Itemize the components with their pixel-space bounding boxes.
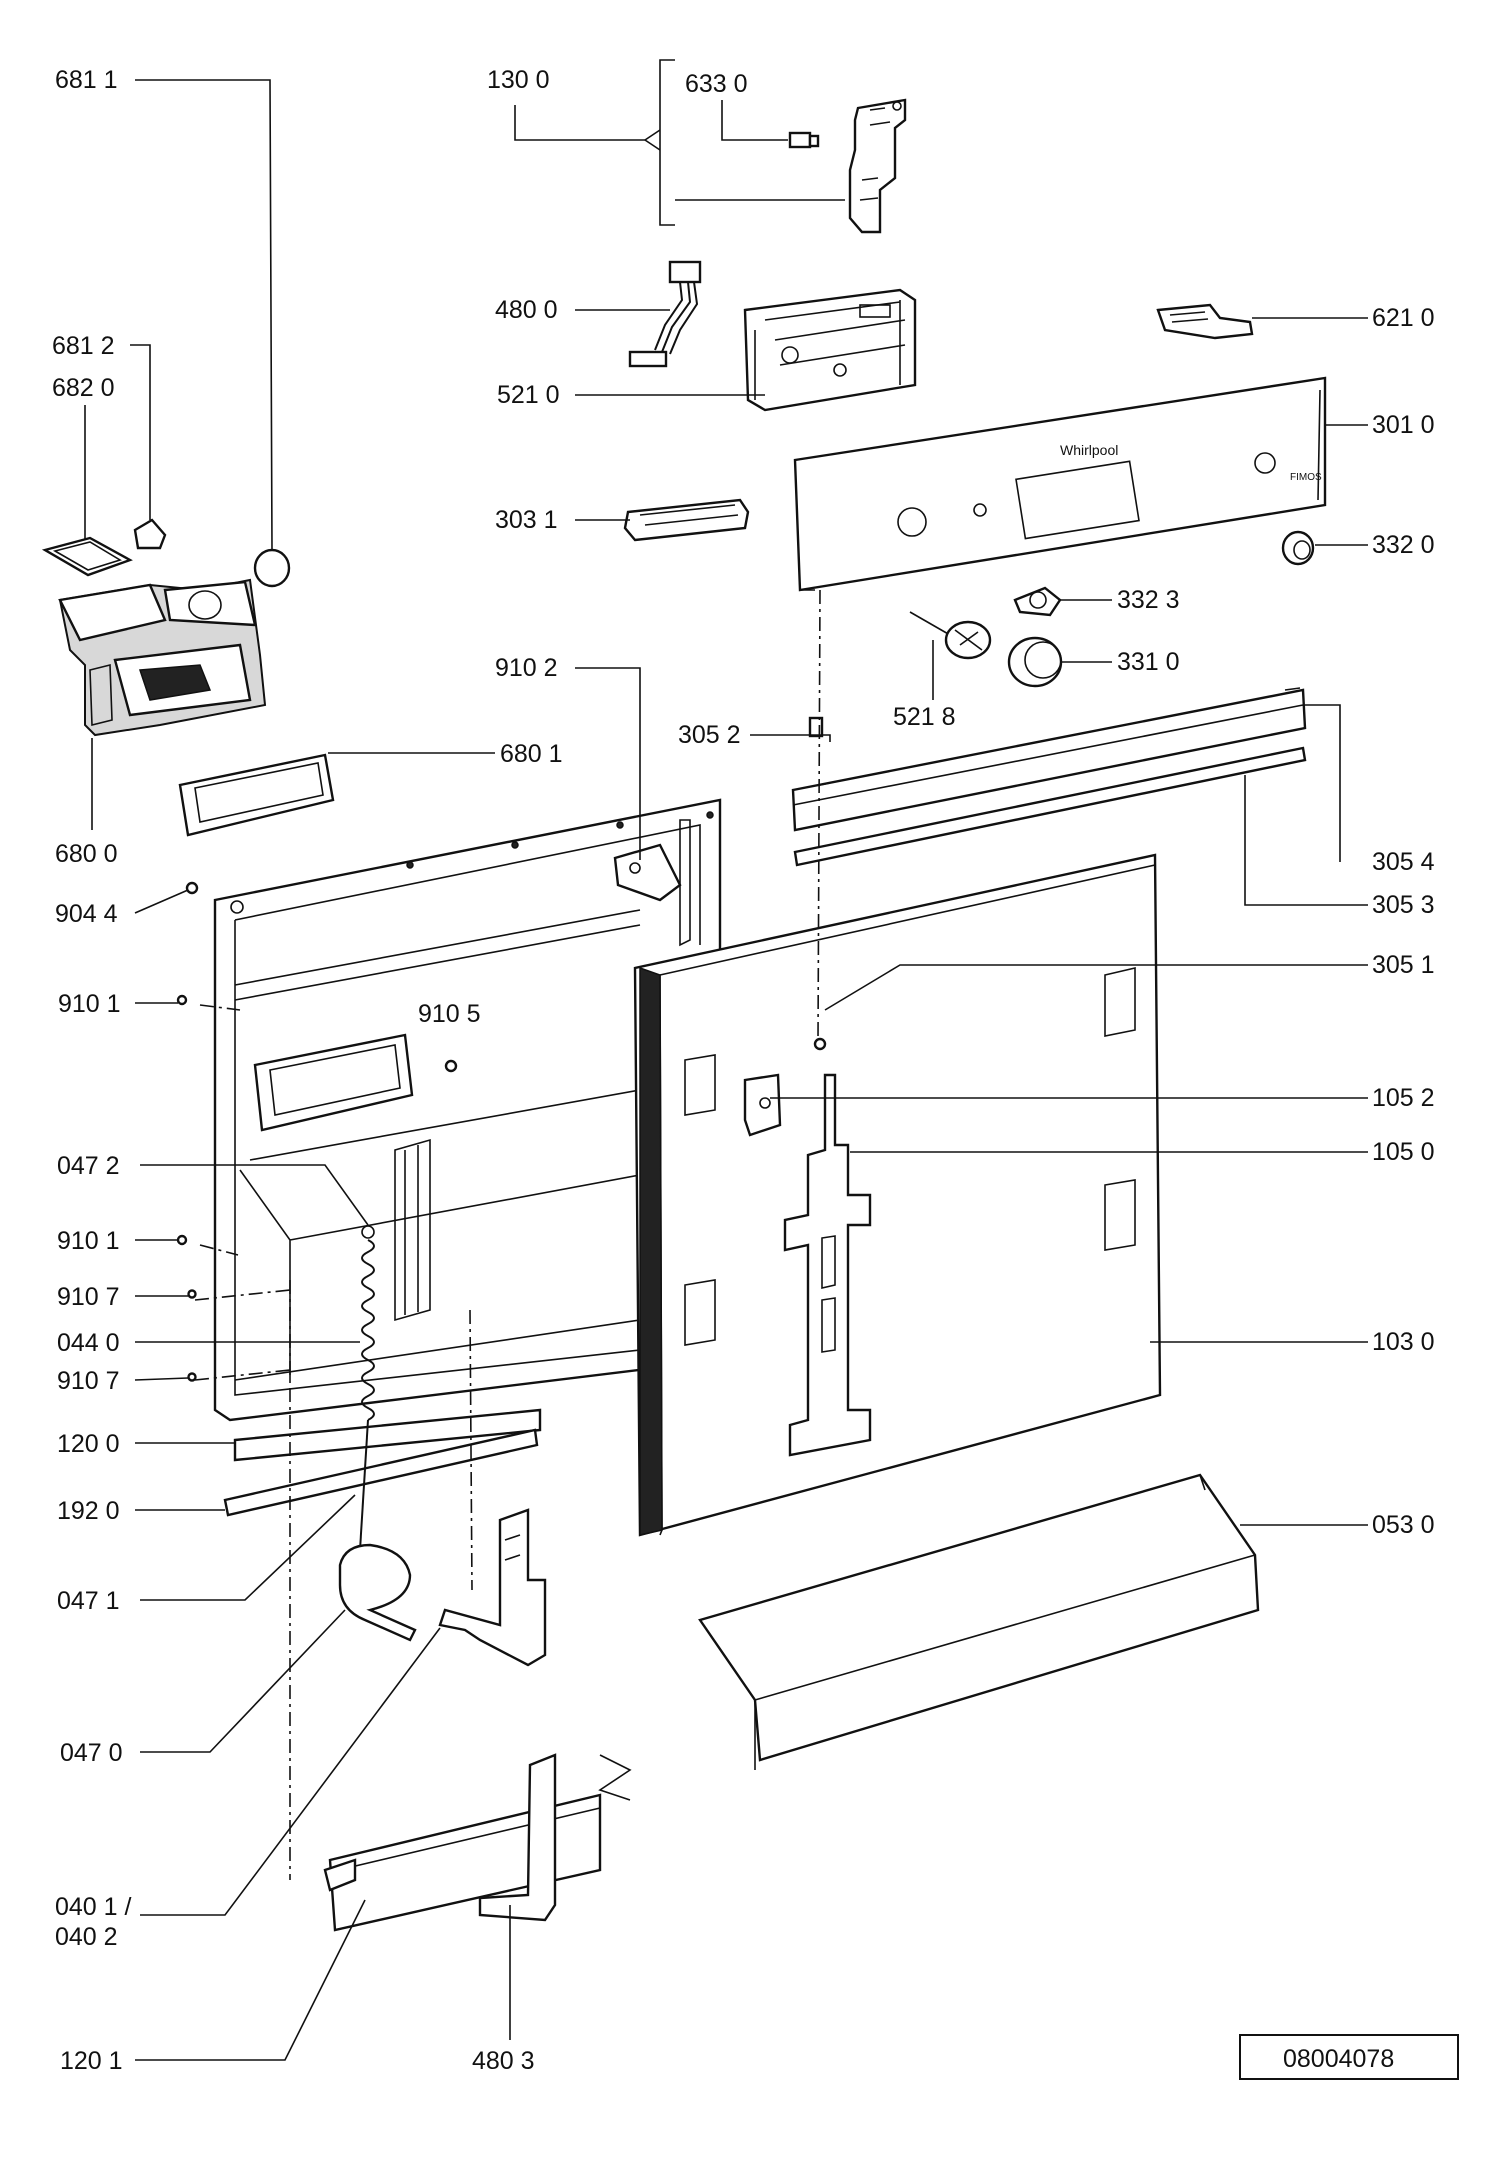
label-120-1: 120 1 [60,2047,123,2075]
label-680-0: 680 0 [55,840,118,868]
part-305-clip [800,716,831,742]
label-040-1: 040 1 / [55,1893,132,1921]
label-047-1: 047 1 [57,1587,120,1615]
label-680-1: 680 1 [500,740,563,768]
label-305-1: 305 1 [1372,951,1435,979]
label-521-0: 521 0 [497,381,560,409]
label-047-2: 047 2 [57,1152,120,1180]
part-681-cap [133,518,167,550]
label-633-0: 633 0 [685,70,748,98]
part-633-clip [788,131,820,149]
label-521-8: 521 8 [893,703,956,731]
label-053-0: 053 0 [1372,1511,1435,1539]
label-305-4: 305 4 [1372,848,1435,876]
leader-lines [84,59,1368,2061]
drawing-number-box: 08004078 [1239,2034,1459,2080]
part-480-wiring-harness [628,260,702,368]
part-labels: 681 1 130 0 633 0 480 0 621 0 681 2 682 … [52,66,1435,2075]
label-331-0: 331 0 [1117,648,1180,676]
label-910-2: 910 2 [495,654,558,682]
part-103-outer-door [633,853,1162,1537]
label-305-2: 305 2 [678,721,741,749]
part-inner-door-frame [213,798,722,1462]
part-682-seal [41,536,133,577]
part-192-rail [223,1428,539,1517]
part-047-arm [338,1543,417,1642]
part-305-upper-rail [791,687,1307,832]
part-681-round-cap [253,548,291,588]
center-lines [194,589,821,1880]
label-910-5: 910 5 [418,1000,481,1028]
part-680-gasket [178,753,335,837]
label-904-4: 904 4 [55,900,118,928]
label-480-0: 480 0 [495,296,558,324]
part-480-support [478,1753,632,1922]
label-044-0: 044 0 [57,1329,120,1357]
label-047-0: 047 0 [60,1739,123,1767]
svg-text:Whirlpool: Whirlpool [1060,442,1118,458]
part-120-lower-panel [323,1793,602,1932]
part-332-selector [1013,586,1062,617]
drawing-number: 08004078 [1283,2045,1394,2073]
label-305-3: 305 3 [1372,891,1435,919]
part-521-electronic-module [743,288,917,412]
screws [176,881,827,1382]
part-303-button-strip [623,498,750,542]
label-192-0: 192 0 [57,1497,120,1525]
part-040-bracket [438,1508,547,1667]
label-681-2: 681 2 [52,332,115,360]
label-910-7-lower: 910 7 [57,1367,120,1395]
part-053-kickplate [698,1473,1260,1770]
part-301-control-panel: Whirlpool FIMOS [793,376,1327,592]
label-040-2: 040 2 [55,1923,118,1951]
label-105-0: 105 0 [1372,1138,1435,1166]
label-910-1-upper: 910 1 [58,990,121,1018]
label-910-1-lower: 910 1 [57,1227,120,1255]
part-044-spring [359,1225,375,1551]
label-621-0: 621 0 [1372,304,1435,332]
label-332-3: 332 3 [1117,586,1180,614]
label-480-3: 480 3 [472,2047,535,2075]
label-130-0: 130 0 [487,66,550,94]
label-303-1: 303 1 [495,506,558,534]
part-621-small-module [1156,303,1254,340]
label-332-0: 332 0 [1372,531,1435,559]
part-332-knob [1281,530,1315,566]
part-305-lower-rail [793,746,1307,867]
part-633-hinge-bracket [848,98,907,234]
label-120-0: 120 0 [57,1430,120,1458]
label-103-0: 103 0 [1372,1328,1435,1356]
label-301-0: 301 0 [1372,411,1435,439]
part-680-dispenser [58,578,267,737]
label-105-2: 105 2 [1372,1084,1435,1112]
svg-text:FIMOS: FIMOS [1290,472,1322,483]
part-331-large-knob [1007,636,1063,688]
part-521-encoder [909,611,992,660]
label-681-1: 681 1 [55,66,118,94]
label-910-7-upper: 910 7 [57,1283,120,1311]
label-682-0: 682 0 [52,374,115,402]
